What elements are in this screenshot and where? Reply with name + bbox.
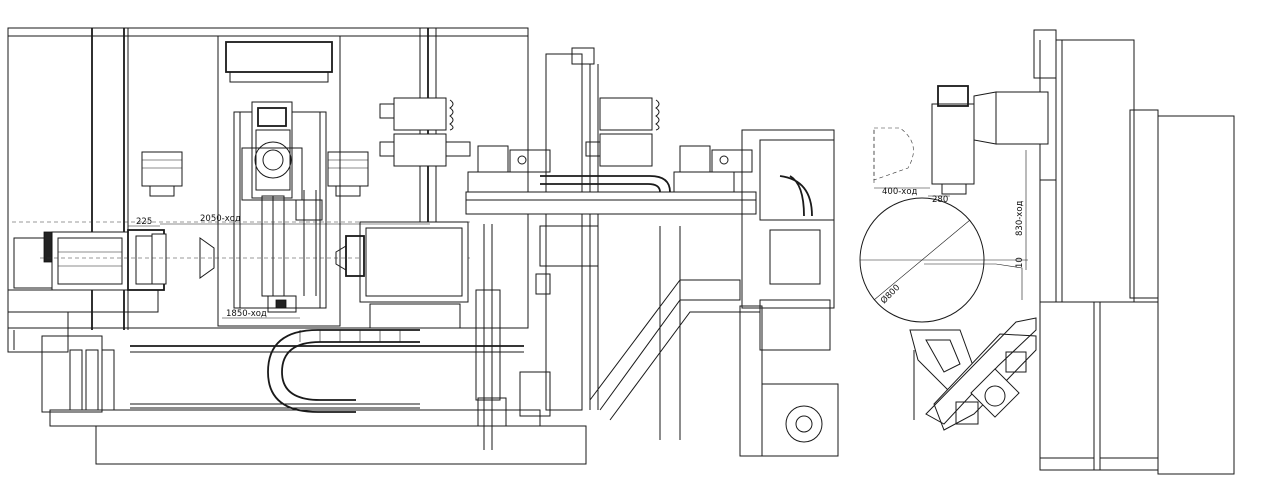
- dim-400: 400-ход: [874, 187, 930, 197]
- gantry-loader: [379, 47, 839, 457]
- side-column: [1055, 39, 1135, 303]
- gantry-beam: [465, 191, 757, 215]
- dim-280-label: 280: [932, 195, 948, 205]
- dim-800-label: Ø800: [878, 282, 902, 306]
- front-view: 225 2050-ход 1850-ход: [7, 27, 587, 465]
- side-base: [1039, 301, 1159, 471]
- side-ram: [995, 91, 1049, 145]
- dim-225: 225: [128, 217, 160, 227]
- dim-1850-label: 1850-ход: [226, 309, 267, 319]
- dim-2050: 2050-ход: [160, 214, 430, 225]
- vertical-chain: [303, 190, 317, 296]
- machine-bed: [7, 289, 587, 465]
- dim-10-label: 10: [1015, 257, 1025, 268]
- dim-400-label: 400-ход: [882, 187, 918, 197]
- dim-225-label: 225: [136, 217, 152, 227]
- dim-800: Ø800: [878, 282, 902, 306]
- dim-1850: 1850-ход: [222, 309, 300, 319]
- dim-2050-label: 2050-ход: [200, 214, 241, 224]
- dim-830: 830-ход: [1015, 150, 1027, 270]
- cable-chain: [267, 329, 420, 413]
- headstock: [13, 229, 167, 291]
- tailstock: [335, 221, 469, 329]
- side-cabinet: [1157, 115, 1235, 475]
- loader-column: [545, 53, 583, 411]
- dim-830-label: 830-ход: [1015, 200, 1025, 236]
- tool-holders: [141, 151, 369, 197]
- side-view: 400-ход 280 830-ход 10 Ø800: [859, 29, 1235, 475]
- grippers: [379, 97, 660, 167]
- side-spindle-head: [931, 103, 975, 185]
- dim-10: 10: [1015, 257, 1025, 268]
- column: [217, 35, 341, 327]
- dim-280: 280: [928, 195, 950, 205]
